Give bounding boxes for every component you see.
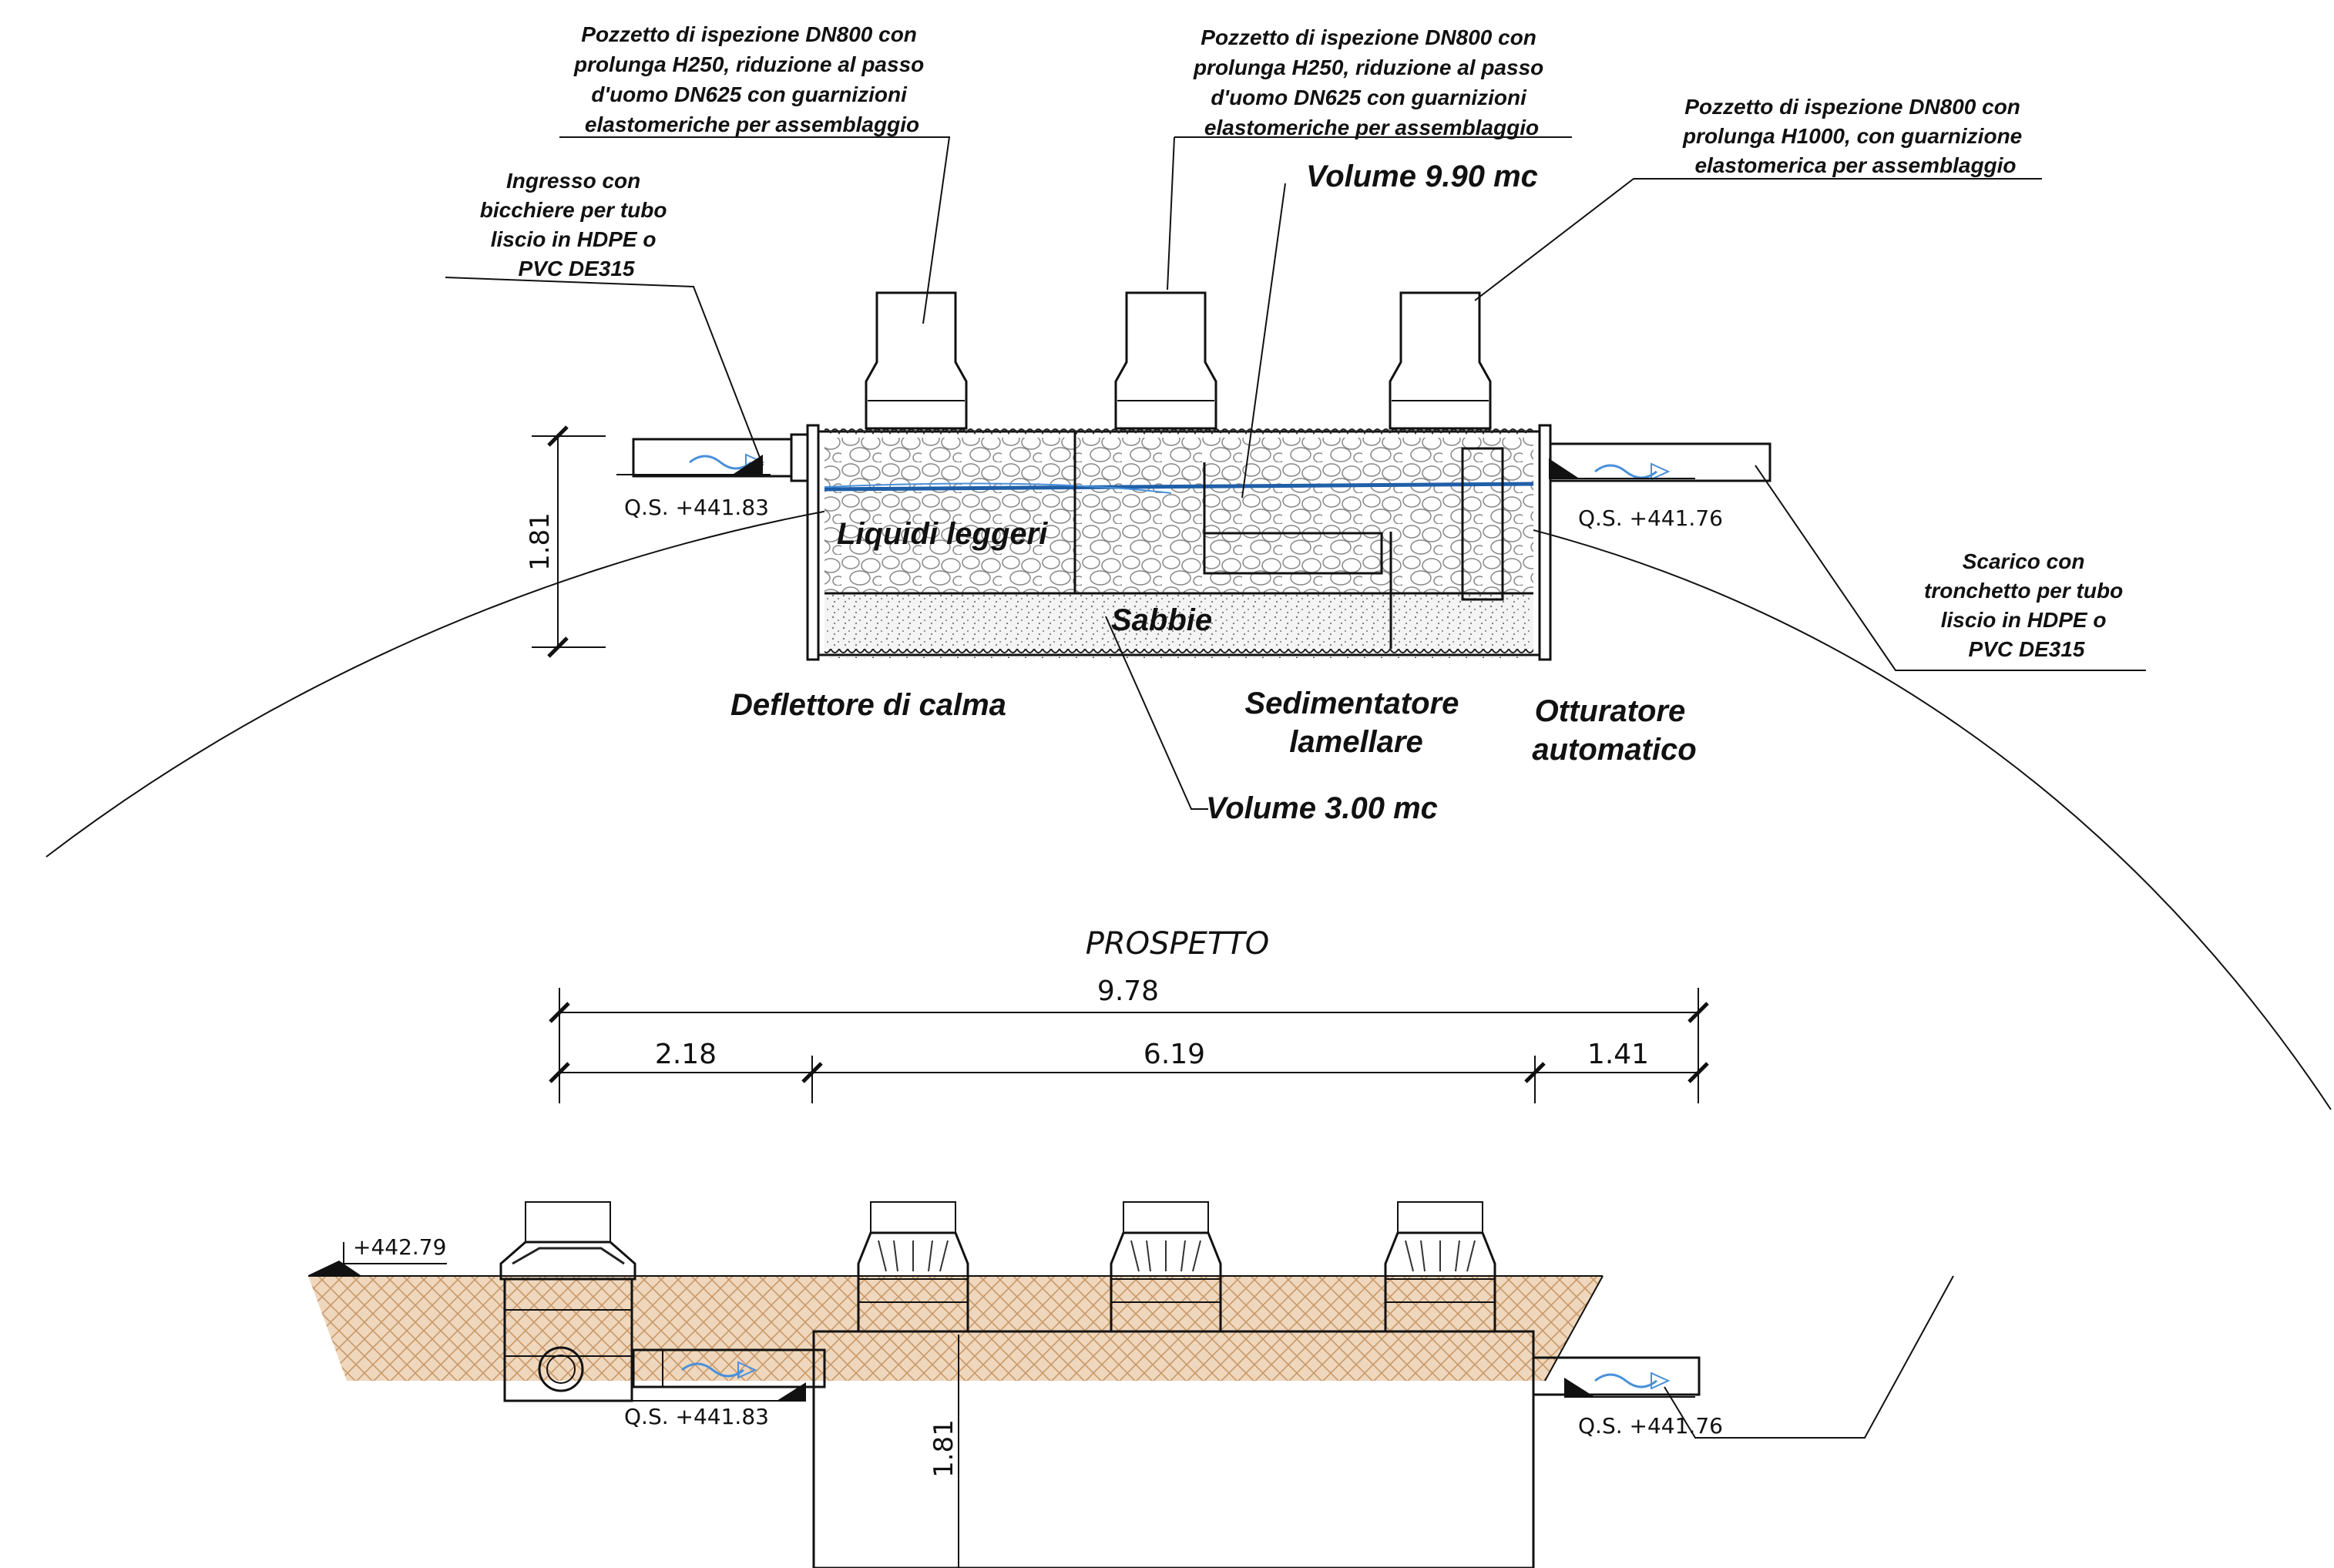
- manhole-3-note: Pozzetto di ispezione DN800 con prolunga…: [1682, 95, 2028, 177]
- elevation-height-label: 1.81: [929, 1419, 959, 1478]
- light-liquids-label: Liquidi leggeri: [837, 517, 1048, 551]
- total-length: 9.78: [1097, 975, 1159, 1007]
- riser-1: [865, 291, 968, 430]
- tank-gravel-zone: [824, 438, 1533, 593]
- inlet-manhole: [499, 1201, 636, 1402]
- flow-arrow-out: [1594, 464, 1657, 479]
- view-title: PROSPETTO: [1086, 926, 1270, 962]
- inlet-length: 2.18: [655, 1039, 717, 1070]
- dimension-lines: PROSPETTO 9.78 2.18 6.19 1.41: [549, 926, 1709, 1103]
- outlet-note: Scarico con tronchetto per tubo liscio i…: [1924, 549, 2129, 661]
- outlet-flange: [1538, 424, 1552, 661]
- tank-length: 6.19: [1143, 1039, 1205, 1070]
- riser-3: [1389, 291, 1492, 430]
- lamellar-pack: [1203, 532, 1383, 575]
- water-level-line: [824, 482, 1534, 492]
- automatic-shutoff: [1461, 447, 1504, 601]
- section-height-label: 1.81: [525, 512, 556, 571]
- outlet-pipe-elevation: [1532, 1356, 1701, 1396]
- soil-layer: [308, 1276, 1603, 1381]
- shutoff-label: Otturatore automatico: [1532, 694, 1696, 767]
- tank-sand-zone: [824, 593, 1533, 649]
- inlet-level-elevation: Q.S. +441.83: [624, 1404, 769, 1429]
- outlet-length: 1.41: [1587, 1039, 1649, 1070]
- inlet-level: Q.S. +441.83: [624, 495, 769, 520]
- manhole-1-note: Pozzetto di ispezione DN800 con prolunga…: [573, 22, 930, 136]
- baffle-label: Deflettore di calma: [730, 688, 1006, 722]
- section-view: Ingresso con bicchiere per tubo liscio i…: [445, 22, 2146, 825]
- volume-upper: Volume 9.90 mc: [1306, 159, 1538, 193]
- volume-lower: Volume 3.00 mc: [1206, 791, 1438, 825]
- elevation-view: +442.79 Q.S. +441.83 1.81: [308, 1201, 1954, 1568]
- lamellar-label: Sedimentatore lamellare: [1245, 687, 1468, 759]
- elevation-riser-1: [857, 1201, 969, 1333]
- outlet-level-elevation: Q.S. +441.76: [1578, 1413, 1723, 1439]
- sands-label: Sabbie: [1111, 603, 1212, 637]
- inlet-flange: [806, 424, 820, 661]
- flow-arrow-in: [689, 455, 752, 470]
- elevation-riser-2: [1110, 1201, 1222, 1333]
- manhole-2-note: Pozzetto di ispezione DN800 con prolunga…: [1193, 25, 1550, 139]
- ground-level: +442.79: [353, 1234, 446, 1260]
- elevation-riser-3: [1384, 1201, 1496, 1333]
- outlet-level: Q.S. +441.76: [1578, 505, 1723, 531]
- inlet-pipe-elevation: [632, 1348, 826, 1388]
- inlet-note: Ingresso con bicchiere per tubo liscio i…: [480, 169, 673, 280]
- riser-2: [1114, 291, 1217, 430]
